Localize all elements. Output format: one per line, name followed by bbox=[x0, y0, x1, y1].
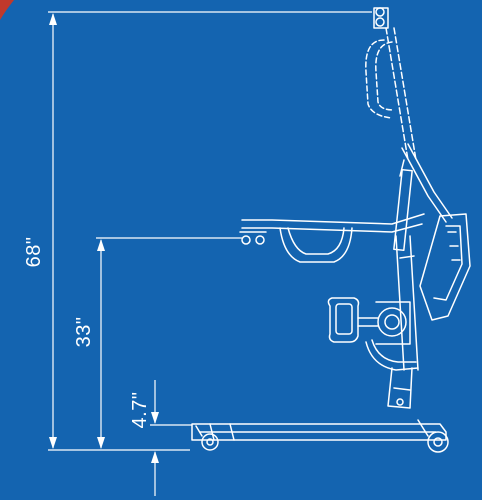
top-pulley bbox=[373, 7, 389, 29]
base-clearance-label: 4.7" bbox=[129, 392, 151, 429]
rear-caster bbox=[417, 419, 449, 453]
overall-height-arrow-bottom bbox=[49, 437, 57, 449]
overall-height-label: 68" bbox=[23, 237, 45, 268]
base-clearance-arrow-bottom bbox=[151, 451, 159, 463]
front-caster bbox=[195, 425, 219, 451]
knee-pad bbox=[327, 297, 360, 343]
arm-height-arrow-bottom bbox=[97, 437, 105, 449]
boom-upper bbox=[401, 147, 447, 223]
lower-column bbox=[387, 367, 413, 409]
actuator bbox=[393, 159, 413, 252]
mast bbox=[385, 27, 417, 161]
base-clearance-arrow-top bbox=[151, 412, 159, 424]
swivel-bar bbox=[279, 227, 353, 263]
arm-height-arrow-top bbox=[97, 239, 105, 251]
battery-pack bbox=[419, 213, 471, 321]
overall-height-arrow-top bbox=[49, 13, 57, 25]
arm-height-label: 33" bbox=[73, 317, 95, 348]
support-column bbox=[395, 235, 419, 371]
base-brace bbox=[365, 341, 419, 371]
base-frame bbox=[191, 423, 447, 441]
arrowheads bbox=[49, 13, 159, 463]
dimension-lines bbox=[48, 11, 372, 496]
knee-pad-mount bbox=[357, 301, 411, 345]
corner-accent bbox=[0, 0, 14, 20]
patient-lift-drawing bbox=[191, 7, 471, 453]
push-handle bbox=[365, 39, 395, 119]
lifting-arm bbox=[239, 213, 425, 245]
